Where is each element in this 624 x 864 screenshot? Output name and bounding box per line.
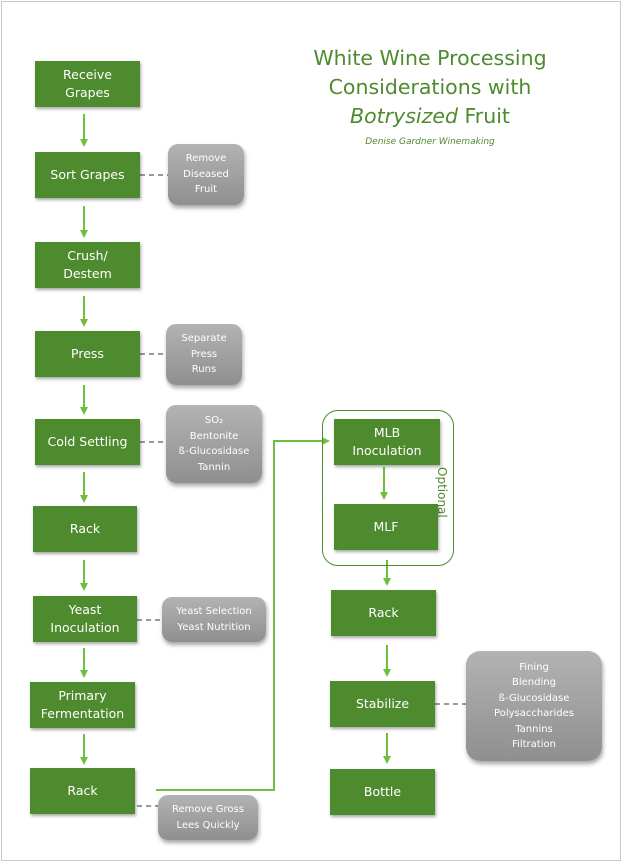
note-cold-settling-additions: SO₂ Bentonite ß-Glucosidase Tannin bbox=[166, 405, 262, 483]
step-crush-destem: Crush/ Destem bbox=[35, 242, 140, 288]
step-rack-3: Rack bbox=[331, 590, 436, 636]
note-separate-press-runs: Separate Press Runs bbox=[166, 324, 242, 385]
step-receive-grapes: Receive Grapes bbox=[35, 61, 140, 107]
optional-group bbox=[322, 410, 454, 566]
step-rack-1: Rack bbox=[33, 506, 137, 552]
title-line-3-rest: Fruit bbox=[457, 104, 510, 128]
step-cold-settling: Cold Settling bbox=[35, 419, 140, 465]
step-yeast-inoculation: Yeast Inoculation bbox=[33, 596, 137, 642]
step-stabilize: Stabilize bbox=[330, 681, 435, 727]
note-yeast-selection: Yeast Selection Yeast Nutrition bbox=[162, 597, 266, 642]
title-line-2: Considerations with bbox=[328, 75, 532, 99]
step-mlf: MLF bbox=[334, 504, 438, 550]
step-bottle: Bottle bbox=[330, 769, 435, 815]
step-sort-grapes: Sort Grapes bbox=[35, 152, 140, 198]
diagram-title: White Wine Processing Considerations wit… bbox=[300, 44, 560, 131]
title-italic-word: Botrysized bbox=[350, 104, 458, 128]
arrow-rack-to-mlb bbox=[156, 437, 330, 791]
title-line-1: White Wine Processing bbox=[313, 46, 547, 70]
title-line-3: Botrysized Fruit bbox=[300, 102, 560, 131]
note-remove-diseased-fruit: Remove Diseased Fruit bbox=[168, 144, 244, 205]
step-press: Press bbox=[35, 331, 140, 377]
step-mlb-inoculation: MLB Inoculation bbox=[334, 419, 440, 465]
step-primary-fermentation: Primary Fermentation bbox=[30, 682, 135, 728]
author-credit: Denise Gardner Winemaking bbox=[365, 137, 495, 147]
step-rack-2: Rack bbox=[30, 768, 135, 814]
note-remove-gross-lees: Remove Gross Lees Quickly bbox=[158, 795, 258, 840]
note-stabilize-options: Fining Blending ß-Glucosidase Polysaccha… bbox=[466, 651, 602, 761]
